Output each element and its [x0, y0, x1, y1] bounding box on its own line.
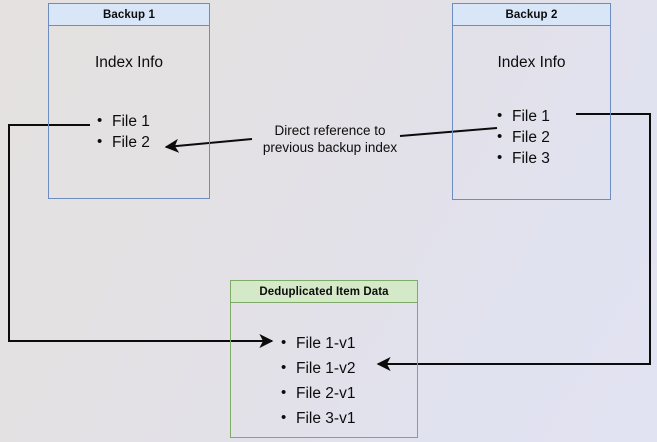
backup-1-subtitle: Index Info	[94, 54, 164, 71]
list-item: File 3-v1	[281, 405, 355, 431]
backup-1-box[interactable]: Backup 1 Index Info File 1 File 2	[48, 3, 210, 199]
direct-reference-caption: Direct reference to previous backup inde…	[245, 122, 415, 156]
list-item: File 1	[497, 105, 550, 127]
backup-1-file-list: File 1 File 2	[97, 110, 150, 153]
list-item: File 1-v2	[281, 355, 355, 381]
backup-2-subtitle: Index Info	[497, 54, 566, 71]
backup-2-file-list: File 1 File 2 File 3	[497, 105, 550, 169]
dedup-header: Deduplicated Item Data	[231, 281, 417, 303]
caption-line-2: previous backup index	[262, 140, 398, 155]
dedup-file-list: File 1-v1 File 1-v2 File 2-v1 File 3-v1	[281, 330, 355, 431]
backup-2-box[interactable]: Backup 2 Index Info File 1 File 2 File 3	[452, 3, 611, 200]
backup-2-body: Index Info File 1 File 2 File 3	[453, 26, 610, 199]
list-item: File 2	[497, 126, 550, 148]
dedup-body: File 1-v1 File 1-v2 File 2-v1 File 3-v1	[231, 303, 417, 437]
list-item: File 3	[497, 147, 550, 169]
list-item: File 1	[97, 110, 150, 132]
backup-1-body: Index Info File 1 File 2	[49, 26, 209, 198]
list-item: File 2-v1	[281, 380, 355, 406]
list-item: File 1-v1	[281, 330, 355, 356]
backup-2-header: Backup 2	[453, 4, 610, 26]
list-item: File 2	[97, 131, 150, 153]
backup-1-header: Backup 1	[49, 4, 209, 26]
caption-line-1: Direct reference to	[274, 123, 386, 138]
deduplicated-item-data-box[interactable]: Deduplicated Item Data File 1-v1 File 1-…	[230, 280, 418, 438]
